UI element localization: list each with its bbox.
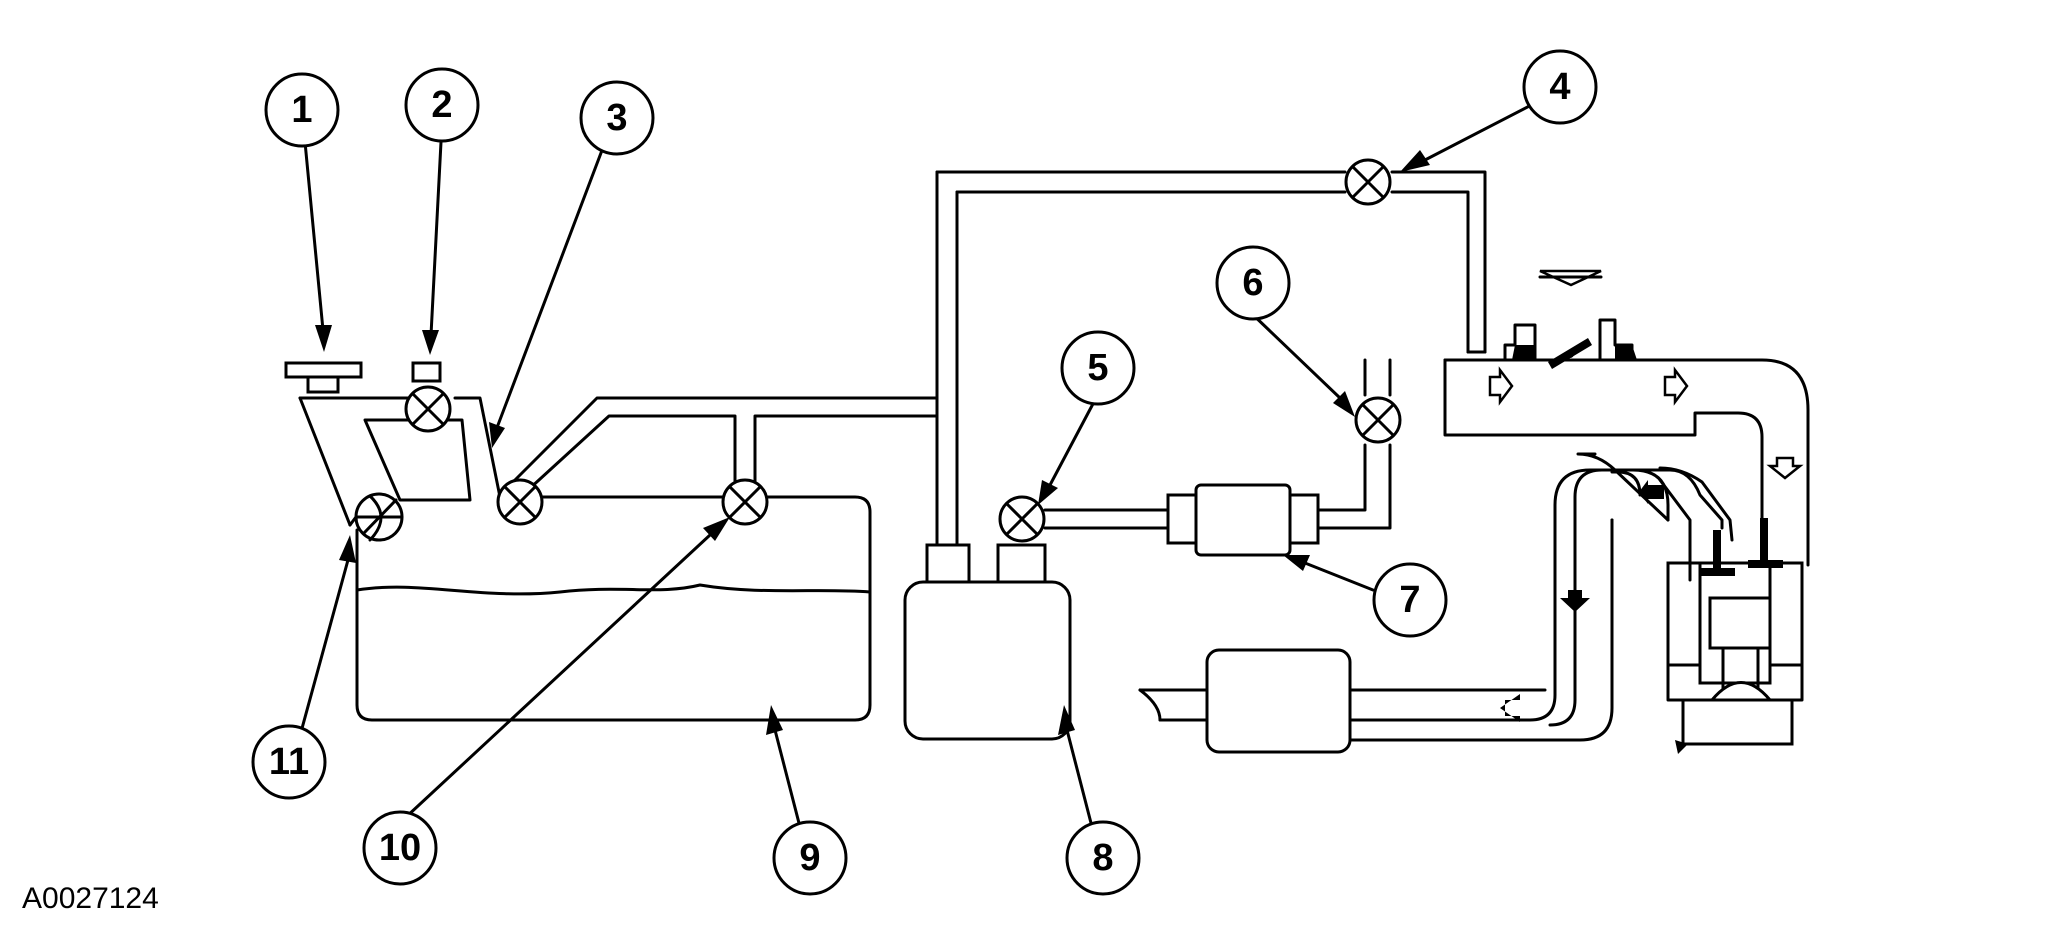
callout-3: 3 — [579, 80, 655, 156]
callout-2: 2 — [404, 67, 480, 143]
vapor-valve-2 — [404, 361, 452, 433]
vapor-valve-6 — [1354, 396, 1402, 444]
vapor-valve-3 — [496, 478, 544, 526]
vapor-valve-10 — [721, 478, 769, 526]
callout-9-label: 9 — [799, 837, 820, 879]
callout-5-label: 5 — [1087, 347, 1108, 389]
callout-4-label: 4 — [1549, 66, 1570, 108]
callout-10-label: 10 — [379, 827, 421, 869]
intake-manifold — [1443, 318, 1810, 567]
vapor-valve-4 — [1344, 158, 1392, 206]
exhaust-flow-arrows — [1500, 480, 1664, 722]
intake-flow-arrow-1 — [1488, 366, 1514, 406]
callout-9: 9 — [772, 820, 848, 896]
callout-3-label: 3 — [606, 97, 627, 139]
purge-filter — [1166, 483, 1320, 557]
fuel-tank — [355, 495, 872, 722]
callout-5: 5 — [1060, 330, 1136, 406]
exhaust-routing — [1548, 468, 1670, 727]
evap-canister — [903, 543, 1072, 741]
leader-arrows — [296, 98, 1543, 829]
callout-1-label: 1 — [291, 89, 312, 131]
muffler — [1205, 648, 1352, 754]
callout-11: 11 — [251, 724, 327, 800]
callout-4: 4 — [1522, 49, 1598, 125]
callout-8-label: 8 — [1092, 837, 1113, 879]
air-flow-arrow — [1538, 269, 1603, 287]
callout-6-label: 6 — [1242, 262, 1263, 304]
callout-2-label: 2 — [431, 84, 452, 126]
callout-6: 6 — [1215, 245, 1291, 321]
intake-flow-arrow-3 — [1766, 456, 1804, 480]
vapor-lines — [508, 170, 1487, 547]
callout-7: 7 — [1372, 562, 1448, 638]
exhaust-pipe — [1138, 452, 1734, 742]
vapor-valve-5 — [998, 495, 1046, 543]
filler-cap — [284, 361, 363, 394]
engine — [1666, 518, 1804, 754]
figure-code: A0027124 — [22, 882, 159, 915]
callout-1: 1 — [264, 72, 340, 148]
intake-flow-arrow-2 — [1663, 366, 1689, 406]
check-valve — [354, 492, 404, 542]
callout-7-label: 7 — [1399, 579, 1420, 621]
callout-11-label: 11 — [269, 741, 309, 783]
callout-8: 8 — [1065, 820, 1141, 896]
callout-10: 10 — [362, 810, 438, 886]
